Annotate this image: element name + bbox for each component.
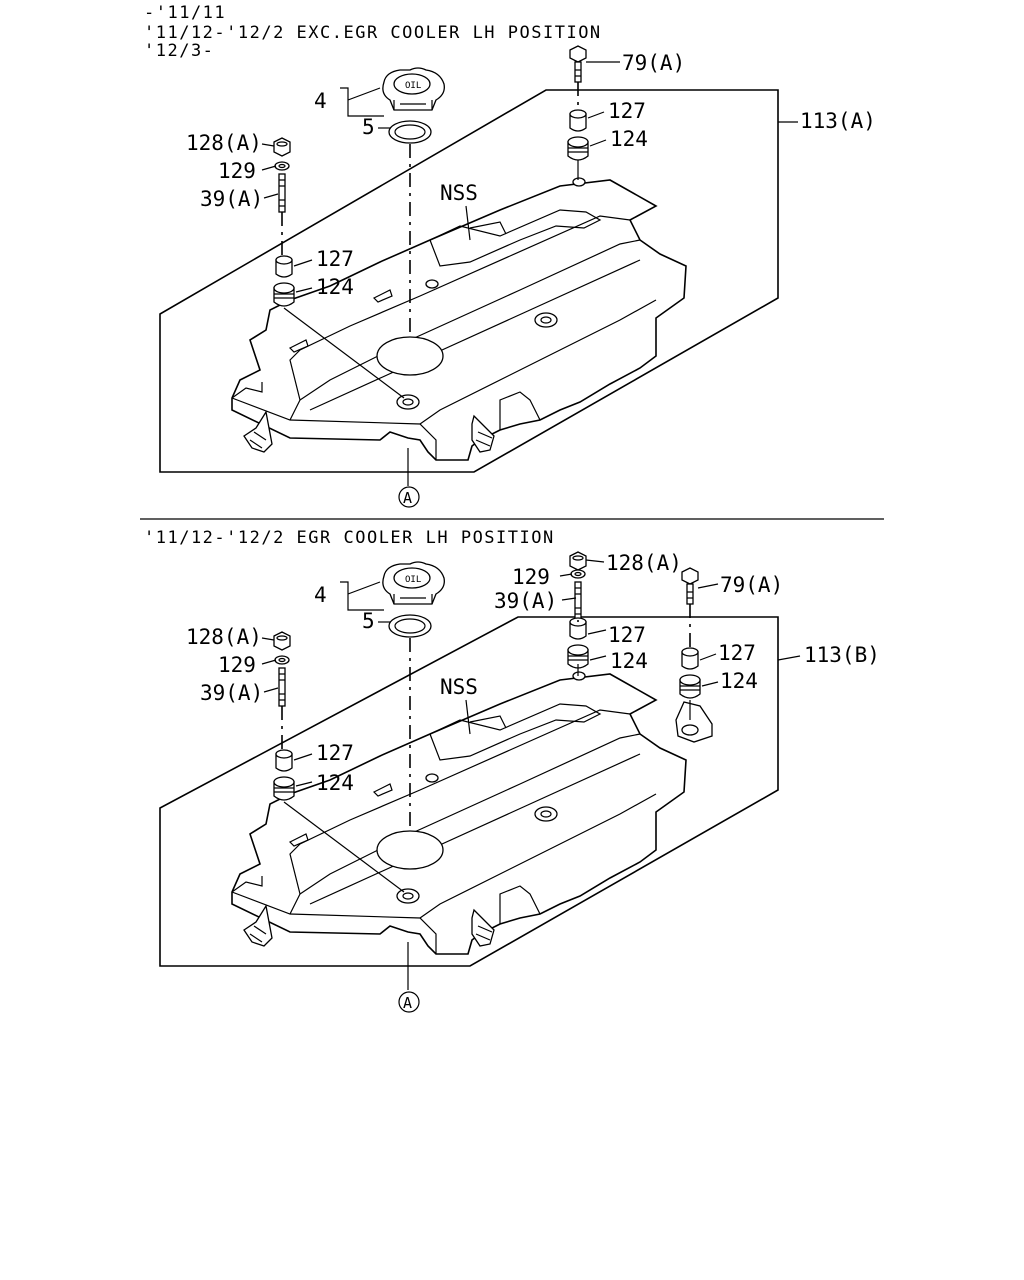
top-label-124-left: 124 [316, 275, 354, 299]
bottom-grommet-left [273, 776, 295, 801]
top-header-line-3: '12/3- [144, 41, 214, 61]
bottom-label-4: 4 [314, 583, 327, 607]
bottom-label-128a-mid: 128(A) [606, 551, 682, 575]
bottom-label-39a: 39(A) [200, 681, 263, 705]
top-ref-letter: A [403, 489, 412, 507]
bottom-label-124-left: 124 [316, 771, 354, 795]
bottom-frame [159, 616, 779, 967]
bottom-stud-left [278, 667, 286, 707]
bottom-label-124-mid: 124 [610, 649, 648, 673]
bottom-label-5: 5 [362, 609, 375, 633]
bottom-washer-left [274, 655, 290, 665]
bottom-label-129: 129 [218, 653, 256, 677]
top-label-124-right: 124 [610, 127, 648, 151]
bottom-label-128a: 128(A) [186, 625, 262, 649]
bottom-label-113b: 113(B) [804, 643, 880, 667]
top-grommet-right [567, 136, 589, 161]
bottom-label-124-right: 124 [720, 669, 758, 693]
bottom-sleeve-right [681, 647, 699, 670]
bottom-bolt-right [681, 567, 699, 605]
top-label-113a: 113(A) [800, 109, 876, 133]
top-engine-cover [231, 177, 687, 461]
top-header-line-2: '11/12-'12/2 EXC.EGR COOLER LH POSITION [144, 23, 602, 43]
top-stud-left [278, 173, 286, 213]
bottom-label-127-left: 127 [316, 741, 354, 765]
top-sleeve-left [275, 255, 293, 278]
top-ref-circle [398, 486, 420, 508]
bottom-section: '11/12-'12/2 EGR COOLER LH POSITION [144, 528, 880, 1013]
top-label-79a: 79(A) [622, 51, 685, 75]
bottom-label-79a: 79(A) [720, 573, 783, 597]
bottom-nut-left [273, 631, 291, 651]
bottom-oil-cap [382, 561, 445, 638]
bottom-engine-cover [231, 671, 687, 955]
top-bolt-right [569, 45, 587, 83]
bottom-nut-mid [569, 551, 587, 571]
top-label-128a: 128(A) [186, 131, 262, 155]
bottom-label-nss: NSS [440, 675, 478, 699]
top-nut-left [273, 137, 291, 157]
bottom-label-127-right: 127 [718, 641, 756, 665]
top-label-5: 5 [362, 115, 375, 139]
bottom-washer-mid [570, 569, 586, 579]
top-header-line-1: -'11/11 [144, 3, 226, 23]
top-label-127-right: 127 [608, 99, 646, 123]
top-label-127-left: 127 [316, 247, 354, 271]
bottom-header-line-1: '11/12-'12/2 EGR COOLER LH POSITION [144, 528, 555, 548]
top-label-39a: 39(A) [200, 187, 263, 211]
bottom-stud-mid [574, 581, 582, 621]
bottom-label-129-mid: 129 [512, 565, 550, 589]
top-section: -'11/11 '11/12-'12/2 EXC.EGR COOLER LH P… [144, 3, 876, 508]
top-oil-cap [382, 67, 445, 144]
top-label-nss: NSS [440, 181, 478, 205]
bottom-ref-circle [398, 991, 420, 1013]
bottom-grommet-right [679, 674, 701, 699]
top-grommet-left [273, 282, 295, 307]
top-frame [159, 89, 779, 473]
top-label-4: 4 [314, 89, 327, 113]
bottom-ref-letter: A [403, 994, 412, 1012]
bottom-label-39a-mid: 39(A) [494, 589, 557, 613]
top-washer-left [274, 161, 290, 171]
bottom-label-127-mid: 127 [608, 623, 646, 647]
top-sleeve-right [569, 109, 587, 132]
bottom-sleeve-left [275, 749, 293, 772]
top-label-129: 129 [218, 159, 256, 183]
